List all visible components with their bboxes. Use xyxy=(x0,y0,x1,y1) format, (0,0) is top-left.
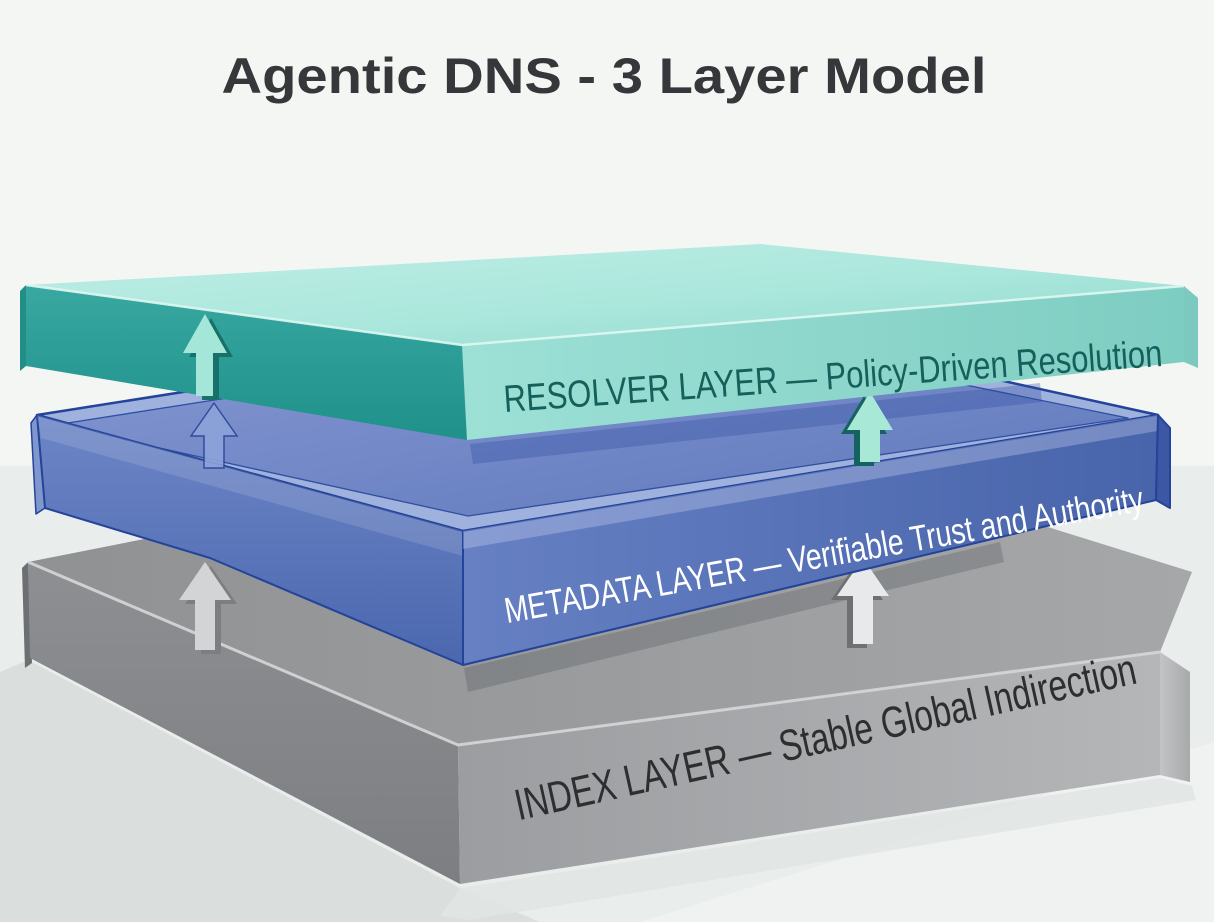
metadata-front-right-sheen xyxy=(463,415,1158,549)
resolver-left-end-face xyxy=(20,285,26,371)
arrow-up-index-to-metadata-right xyxy=(831,558,889,648)
index-right-end-face xyxy=(1160,652,1190,782)
floor-shadow-right xyxy=(440,778,1196,920)
metadata-right-end-face xyxy=(1155,414,1171,509)
arrow-up-metadata-to-resolver-left xyxy=(183,314,233,400)
resolver-right-end-face xyxy=(1184,286,1198,368)
index-edge-highlight xyxy=(27,560,1161,747)
metadata-front-left-face xyxy=(36,414,464,666)
floor-shadow-left xyxy=(0,660,540,922)
index-front-right-face xyxy=(458,652,1160,884)
arrow-up-icon xyxy=(183,314,227,396)
resolver-front-left-face xyxy=(26,285,467,440)
page-title: Agentic DNS - 3 Layer Model xyxy=(222,48,987,104)
arrow-up-index-to-metadata-left xyxy=(179,562,237,654)
arrow-up-metadata-to-resolver-right xyxy=(841,392,893,466)
metadata-top-shadow xyxy=(470,383,1042,464)
index-front-left-face xyxy=(28,562,460,884)
resolver-front-right-face xyxy=(462,286,1184,440)
index-left-end-face xyxy=(22,562,32,668)
metadata-front-left-reflection xyxy=(37,415,463,556)
arrow-up-icon xyxy=(189,401,239,469)
arrow-up-icon xyxy=(847,392,893,462)
arrow-up-icon xyxy=(837,558,889,644)
resolver-top-face xyxy=(26,244,1184,345)
arrow-up-inside-metadata-ghost xyxy=(189,401,239,469)
resolver-edge-highlight xyxy=(25,283,1185,347)
arrow-up-icon xyxy=(179,562,231,650)
